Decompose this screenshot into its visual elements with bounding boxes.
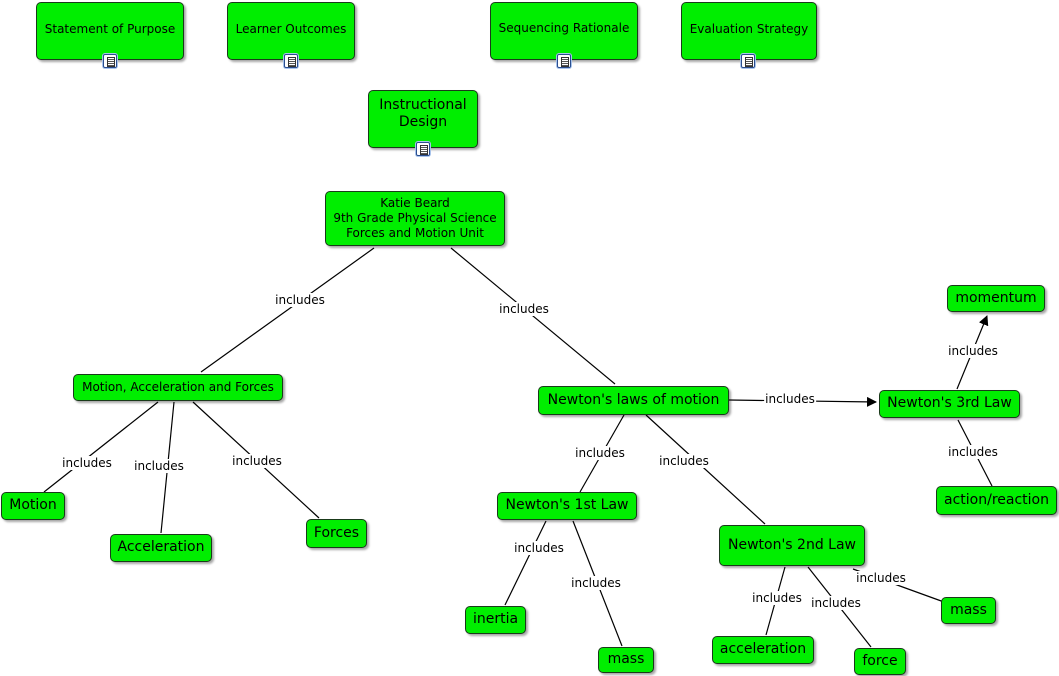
node-sequencing-rationale[interactable]: Sequencing Rationale: [490, 2, 638, 60]
link-label[interactable]: includes: [947, 344, 999, 358]
link-label[interactable]: includes: [947, 445, 999, 459]
link-label[interactable]: includes: [513, 541, 565, 555]
node-newtons-3rd-law[interactable]: Newton's 3rd Law: [879, 390, 1020, 418]
link-label[interactable]: includes: [810, 596, 862, 610]
link-label[interactable]: includes: [855, 571, 907, 585]
node-learner-outcomes[interactable]: Learner Outcomes: [227, 2, 355, 60]
edge-1st-to-inertia: [504, 520, 547, 606]
link-label[interactable]: includes: [764, 392, 816, 406]
link-label[interactable]: includes: [570, 576, 622, 590]
node-inertia[interactable]: inertia: [465, 606, 526, 634]
node-newtons-laws-of-motion[interactable]: Newton's laws of motion: [538, 386, 729, 415]
document-icon[interactable]: [416, 142, 430, 156]
node-acceleration-left[interactable]: Acceleration: [110, 534, 212, 562]
node-acceleration-right[interactable]: acceleration: [712, 636, 814, 664]
link-label[interactable]: includes: [574, 446, 626, 460]
node-mass-1st-law[interactable]: mass: [598, 647, 654, 673]
link-label[interactable]: includes: [658, 454, 710, 468]
node-motion[interactable]: Motion: [1, 492, 65, 520]
link-label[interactable]: includes: [274, 293, 326, 307]
document-icon[interactable]: [284, 54, 298, 68]
node-action-reaction[interactable]: action/reaction: [936, 486, 1057, 515]
node-statement-of-purpose[interactable]: Statement of Purpose: [36, 2, 184, 60]
node-force[interactable]: force: [854, 648, 906, 675]
node-newtons-2nd-law[interactable]: Newton's 2nd Law: [719, 525, 865, 566]
document-icon[interactable]: [103, 54, 117, 68]
edge-maf-to-motion: [43, 401, 159, 493]
node-motion-acceleration-forces[interactable]: Motion, Acceleration and Forces: [73, 374, 283, 401]
link-label[interactable]: includes: [231, 454, 283, 468]
link-label[interactable]: includes: [61, 456, 113, 470]
document-icon[interactable]: [557, 54, 571, 68]
node-momentum[interactable]: momentum: [947, 285, 1045, 312]
node-newtons-1st-law[interactable]: Newton's 1st Law: [497, 492, 637, 520]
edge-root-to-newtons-laws: [450, 247, 616, 385]
link-label[interactable]: includes: [133, 459, 185, 473]
edge-root-to-maf: [200, 247, 375, 373]
link-label[interactable]: includes: [498, 302, 550, 316]
node-forces[interactable]: Forces: [306, 519, 367, 548]
node-evaluation-strategy[interactable]: Evaluation Strategy: [681, 2, 817, 60]
node-root-katie-beard[interactable]: Katie Beard 9th Grade Physical Science F…: [325, 191, 505, 246]
document-icon[interactable]: [741, 54, 755, 68]
edge-laws-to-2nd: [645, 414, 766, 525]
node-instructional-design[interactable]: Instructional Design: [368, 90, 478, 148]
node-mass-2nd-law[interactable]: mass: [941, 597, 996, 624]
link-label[interactable]: includes: [751, 591, 803, 605]
